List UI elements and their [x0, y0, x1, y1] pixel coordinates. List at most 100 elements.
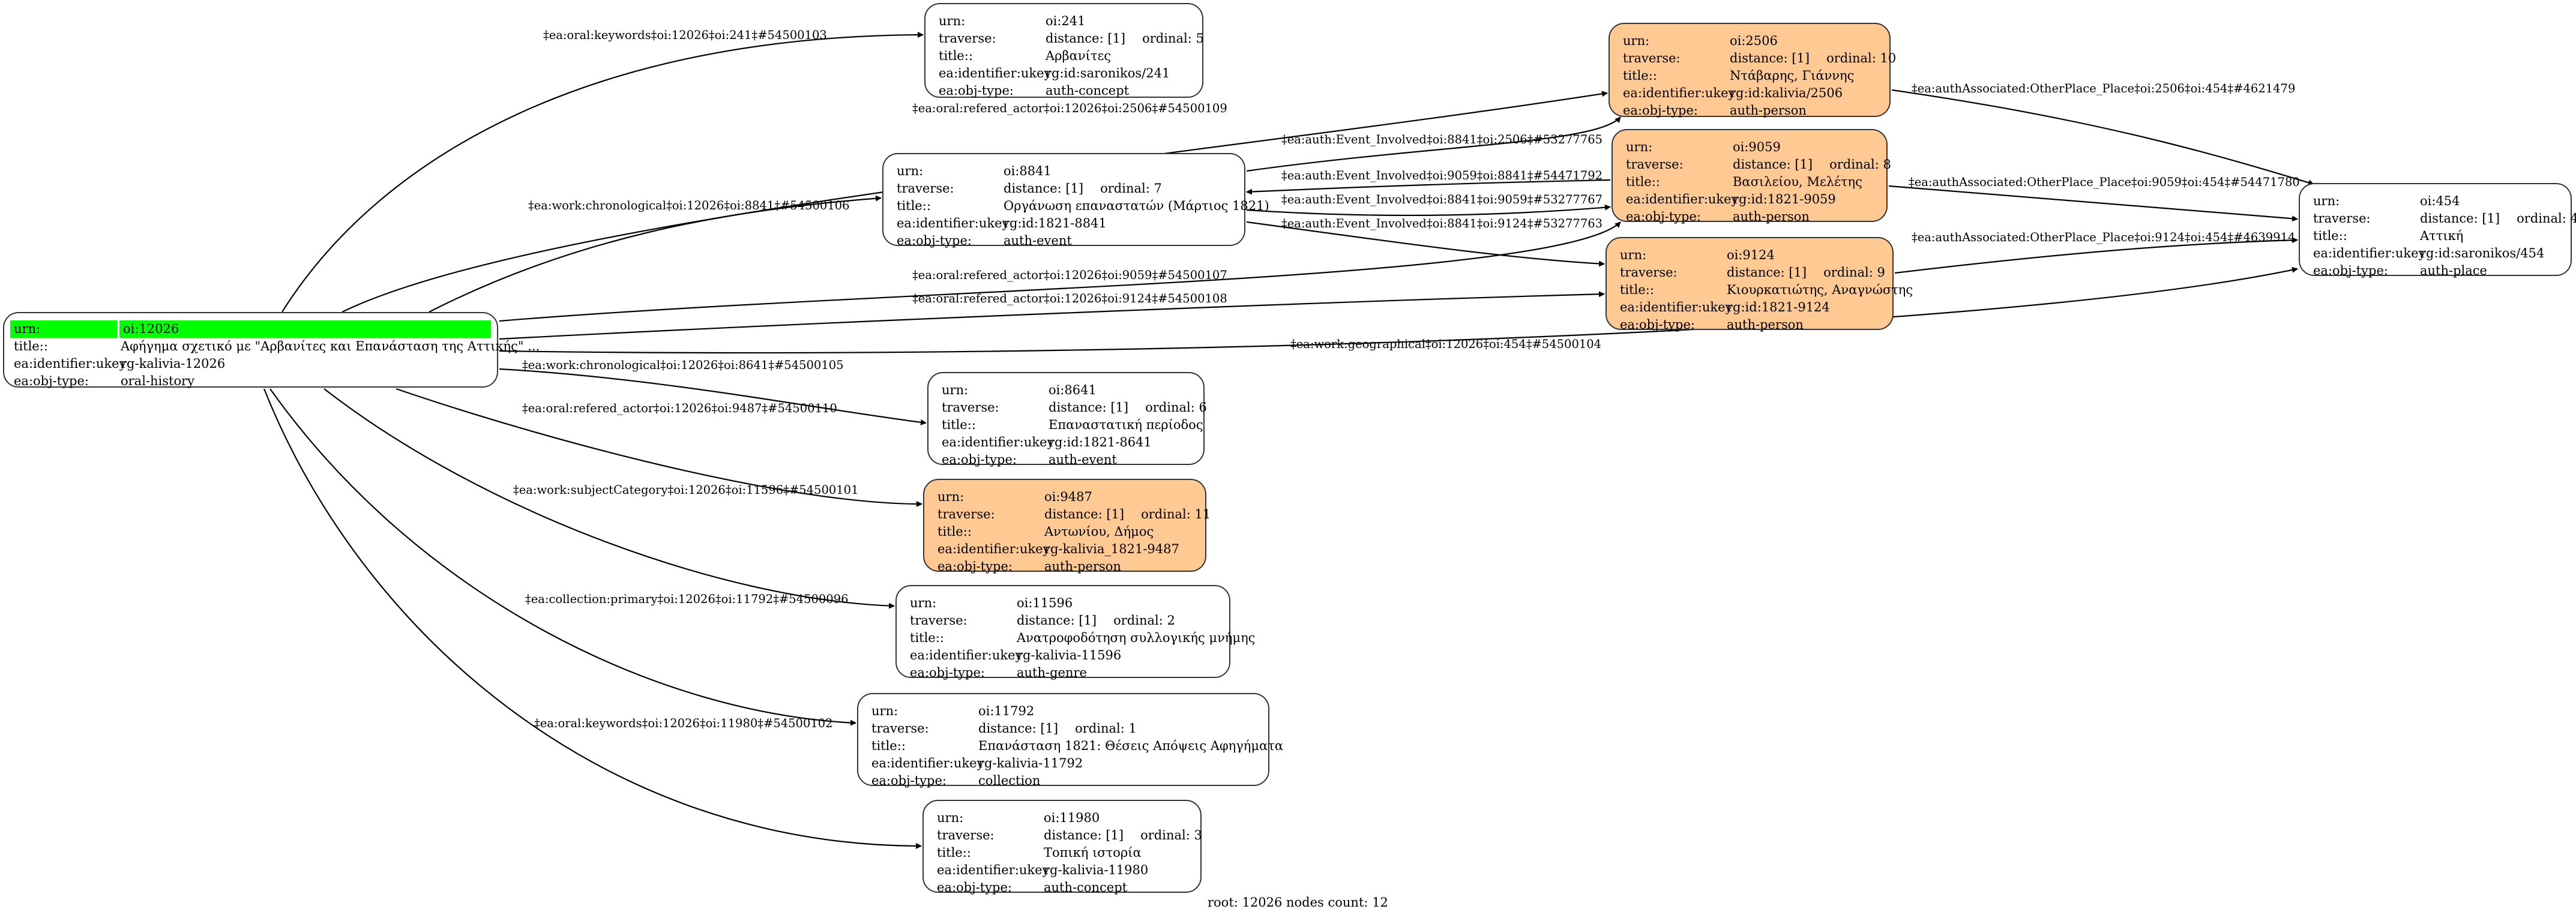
node-urn-value: oi:11980 [1044, 811, 1100, 825]
node-2506[interactable]: urn: oi:2506 traverse:distance: [1]ordinal… [1608, 23, 1896, 119]
node-traverse-key: traverse: [939, 31, 996, 46]
node-traverse-row: traverse:distance: [1]ordinal: 4 [2313, 210, 2576, 227]
root-urn-row: urn: oi:12026 [10, 320, 491, 338]
node-urn-value: oi:241 [1046, 14, 1086, 28]
node-traverse-value: distance: [1]ordinal: 6 [1049, 399, 1207, 416]
node-traverse-key: traverse: [937, 828, 995, 842]
node-distance: distance: [1] [2420, 211, 2500, 226]
edge-label-9124-to-454: ‡ea:authAssociated:OtherPlace_Place‡oi:9… [1912, 230, 2296, 244]
node-urn-key: urn: [1620, 248, 1647, 262]
node-ukey-key: ea:identifier:ukey [1620, 300, 1733, 314]
node-ukey-key: ea:identifier:ukey [871, 756, 984, 770]
node-traverse-key: traverse: [897, 181, 954, 196]
edge-label-8841-to-2506: ‡ea:auth:Event_Involved‡oi:8841‡oi:2506‡… [1281, 133, 1603, 146]
node-title-key: title:: [871, 739, 906, 753]
node-type-value: collection [978, 773, 1041, 788]
node-distance: distance: [1] [1004, 181, 1084, 196]
node-traverse-value: distance: [1]ordinal: 7 [1004, 180, 1231, 197]
node-type-key: ea:obj-type: [937, 880, 1012, 895]
root-urn-value: oi:12026 [119, 320, 491, 338]
graph-footer: root: 12026 nodes count: 12 [1208, 895, 1388, 910]
node-type-row: ea:obj-type:auth-event [942, 451, 1190, 469]
edge-label-9059-to-8841: ‡ea:auth:Event_Involved‡oi:9059‡oi:8841‡… [1281, 169, 1603, 182]
node-title-row: title::Οργάνωση επαναστατών (Μάρτιος 182… [897, 197, 1269, 215]
node-title-row: title::Ντάβαρης, Γιάννης [1623, 67, 1876, 85]
node-urn-row: urn:oi:9487 [937, 488, 1192, 506]
node-distance: distance: [1] [1733, 157, 1813, 172]
node-distance: distance: [1] [1044, 507, 1125, 521]
node-traverse-row: traverse:distance: [1]ordinal: 3 [937, 827, 1202, 844]
node-traverse-key: traverse: [2313, 211, 2371, 226]
node-title-key: title:: [1623, 68, 1657, 83]
node-distance: distance: [1] [1017, 613, 1097, 628]
edge-12026-to-8641 [499, 368, 927, 425]
node-title-value: Ανατροφοδότηση συλλογικής μνήμης [1017, 631, 1256, 645]
node-root-12026[interactable]: urn: oi:12026 title:: Αφήγημα σχετικό με… [3, 312, 540, 388]
node-type-row: ea:obj-type:auth-concept [937, 879, 1187, 896]
node-traverse-row: traverse: distance: [1]ordinal: 7 [897, 180, 1231, 197]
edge-9059-to-454 [1888, 185, 2298, 222]
node-urn-row: urn:oi:241 [939, 13, 1189, 30]
node-traverse-value: distance: [1]ordinal: 5 [1046, 30, 1204, 47]
root-title-row: title:: Αφήγημα σχετικό με "Αρβανίτες κα… [10, 338, 540, 355]
node-type-row: ea:obj-type:auth-person [937, 558, 1192, 575]
node-traverse-row: traverse:distance: [1]ordinal: 1 [871, 720, 1255, 737]
node-type-value: auth-person [1733, 209, 1810, 224]
node-ukey-value: rg:id:saronikos/241 [1046, 66, 1170, 80]
edge-8841-to-9059 [1246, 204, 1611, 217]
node-urn-row: urn:oi:454 [2313, 193, 2557, 210]
edge-label-2506-to-454: ‡ea:authAssociated:OtherPlace_Place‡oi:2… [1912, 82, 2296, 95]
node-traverse-row: traverse:distance: [1]ordinal: 9 [1620, 264, 1885, 281]
node-type-row: ea:obj-type:auth-place [2313, 262, 2557, 280]
edge-label-12026-to-241: ‡ea:oral:keywords‡oi:12026‡oi:241‡#54500… [543, 28, 827, 42]
root-ukey-row: ea:identifier:ukey rg-kalivia-12026 [10, 355, 491, 373]
node-traverse-value: distance: [1] ordinal: 8 [1733, 156, 1891, 173]
root-title-key: title:: [14, 339, 48, 353]
node-type-row: ea:obj-type:auth-person [1623, 102, 1876, 119]
edge-12026-to-11596 [324, 388, 895, 609]
node-type-value: auth-person [1727, 317, 1804, 332]
node-type-row: ea:obj-type:auth-event [897, 232, 1231, 250]
node-urn-value: oi:8641 [1049, 383, 1097, 397]
node-urn-key: urn: [2313, 194, 2340, 208]
node-type-row: ea:obj-type:collection [871, 772, 1255, 790]
node-ukey-key: ea:identifier:ukey [937, 863, 1050, 877]
edge-9059-to-8841 [1246, 179, 1611, 195]
node-ukey-value: rg-kalivia-11596 [1017, 648, 1122, 662]
node-urn-value: oi:9124 [1727, 248, 1775, 262]
node-type-row: ea:obj-type:auth-genre [910, 664, 1216, 682]
node-type-key: ea:obj-type: [897, 233, 972, 248]
node-ukey-value: rg:id:kalivia/2506 [1730, 86, 1843, 100]
node-traverse-row: traverse:distance: [1]ordinal: 10 [1623, 50, 1896, 67]
node-ukey-key: ea:identifier:ukey [2313, 246, 2426, 260]
node-traverse-key: traverse: [1623, 51, 1681, 65]
node-ordinal: ordinal: 8 [1829, 157, 1891, 172]
node-traverse-value: distance: [1]ordinal: 2 [1017, 612, 1216, 629]
edge-9124-to-454 [1894, 237, 2298, 274]
node-title-row: title::Αττική [2313, 227, 2557, 245]
node-type-key: ea:obj-type: [2313, 263, 2388, 278]
node-ordinal: ordinal: 9 [1823, 265, 1885, 280]
node-title-value: Αρβανίτες [1046, 49, 1112, 63]
node-ukey-value: rg-kalivia-11792 [978, 756, 1083, 770]
node-urn-value: oi:2506 [1730, 34, 1778, 48]
node-urn-key: urn: [1623, 34, 1650, 48]
root-ukey-key: ea:identifier:ukey [14, 356, 127, 371]
node-ukey-key: ea:identifier:ukey [1626, 192, 1739, 206]
node-distance: distance: [1] [1727, 265, 1807, 280]
node-urn-value: oi:9059 [1733, 140, 1781, 154]
node-type-value: auth-concept [1046, 83, 1130, 98]
